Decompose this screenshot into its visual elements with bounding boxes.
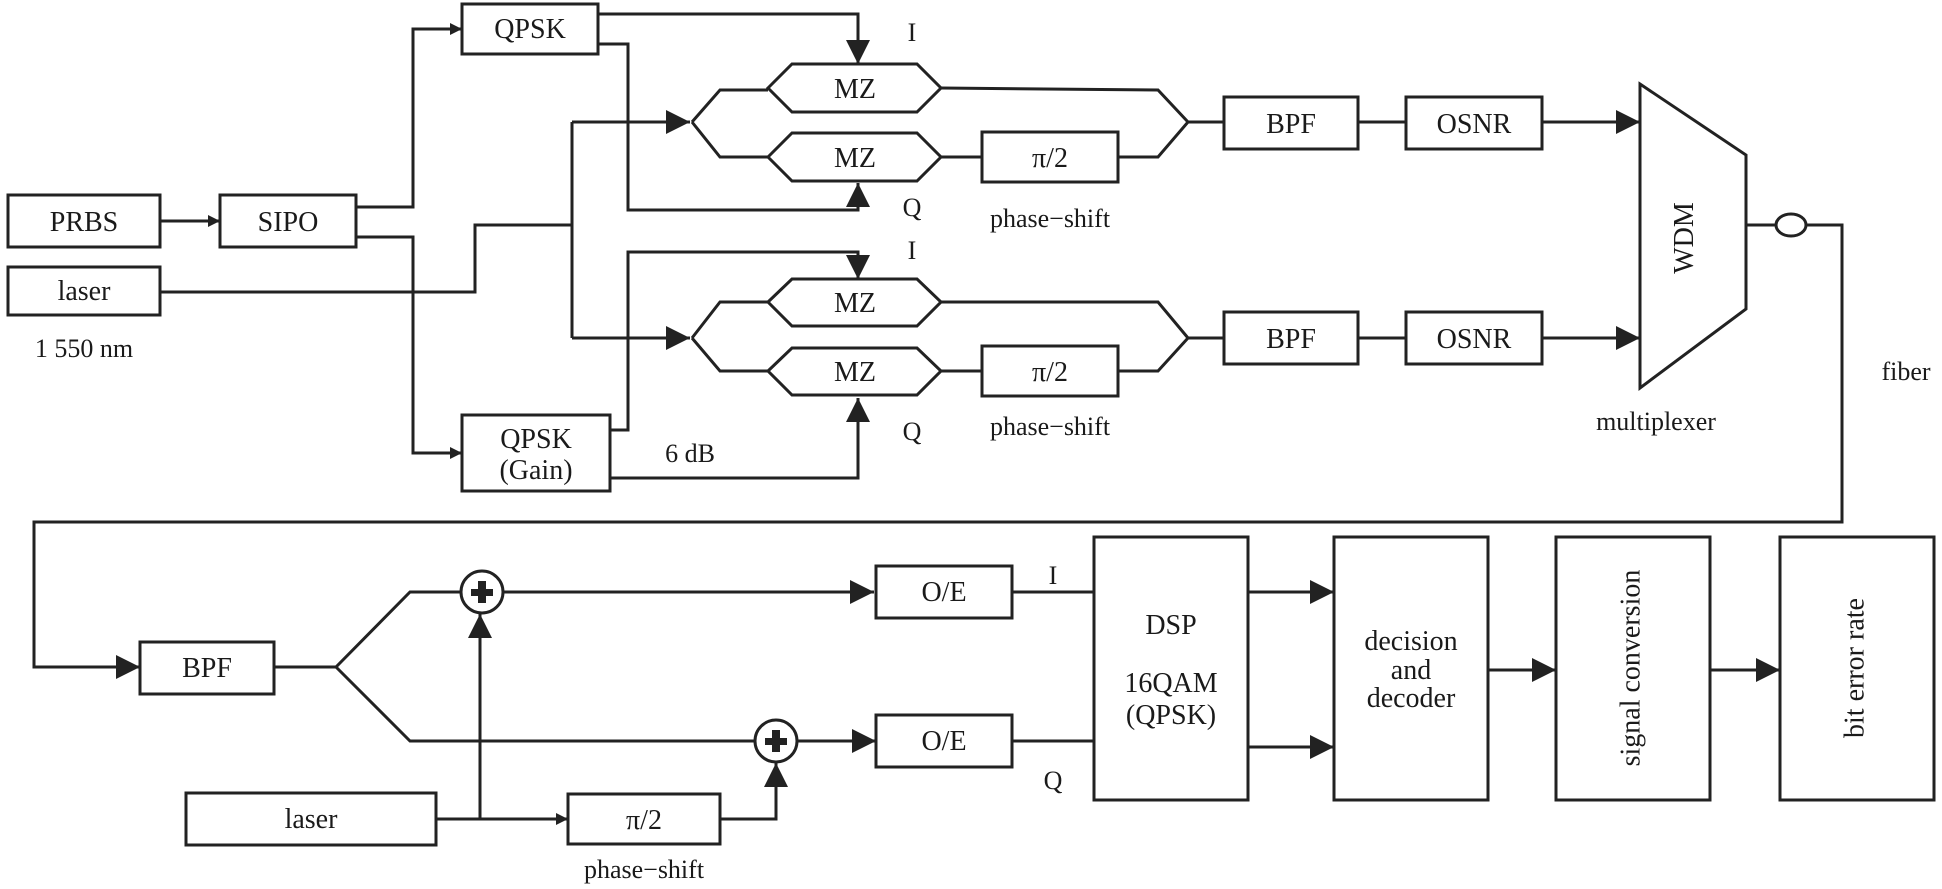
decoder-line1: decision	[1364, 626, 1457, 657]
rx-phase-shifter-caption: phase−shift	[584, 855, 705, 884]
laser-feed-line	[160, 223, 572, 294]
branch2-mz-i-label: MZ	[834, 288, 876, 319]
dsp-line3: (QPSK)	[1126, 700, 1216, 731]
wdm-label: WDM	[1669, 202, 1700, 274]
branch1-phase-shifter-label: π/2	[1032, 143, 1068, 174]
rx-i-label: I	[1049, 561, 1058, 590]
wavelength-label: 1 550 nm	[35, 334, 133, 363]
wdm-trapezoid	[1638, 81, 1748, 391]
branch1-split-upper	[690, 88, 768, 123]
shifter-to-adder-bottom-arrow	[720, 763, 788, 821]
branch1-phase-shifter	[980, 130, 1120, 184]
branch2-phase-shifter-caption: phase−shift	[990, 412, 1111, 441]
gain-label: 6 dB	[665, 439, 715, 468]
branch2-i-label: I	[908, 236, 917, 265]
fiber-caption: fiber	[1881, 357, 1930, 386]
branch2-osnr-label: OSNR	[1437, 324, 1512, 355]
branch1-split-lower	[690, 121, 768, 159]
branch1-combine-upper	[940, 86, 1190, 124]
qpsk-gain-i-arrow	[610, 250, 870, 432]
branch2-q-label: Q	[903, 417, 922, 446]
qpsk-top-block: QPSK	[460, 2, 600, 56]
qpsk-gain-block: QPSK (Gain)	[460, 413, 612, 493]
dsp-line1: DSP	[1145, 610, 1196, 641]
signal-conversion-label: signal conversion	[1615, 570, 1646, 767]
sipo-block: SIPO	[218, 193, 358, 249]
prbs-block: PRBS	[6, 193, 162, 249]
branch1-i-label: I	[908, 18, 917, 47]
rx-laser-label: laser	[285, 804, 339, 835]
transmitter-section: PRBS SIPO laser 1 550 nm QPSK QPSK (Gain…	[6, 2, 1931, 679]
branch2-combine-upper	[941, 300, 1190, 339]
branch1-mz-q-label: MZ	[834, 143, 876, 174]
rx-q-label: Q	[1044, 766, 1063, 795]
dsp-line2: 16QAM	[1124, 668, 1217, 699]
modulator-branch-1: MZ MZ I Q π/2 phase−shift BPF OSNR	[690, 18, 1640, 233]
branch2-combine-lower	[1118, 336, 1190, 373]
rx-phase-shifter-label: π/2	[626, 805, 662, 836]
signal-conversion-block	[1554, 535, 1712, 802]
branch2-phase-shifter	[980, 344, 1120, 398]
rx-bpf-label: BPF	[182, 653, 232, 684]
oe-i-label: O/E	[921, 577, 966, 608]
oe-q-block	[874, 713, 1014, 769]
tx-laser-block: laser	[6, 265, 162, 317]
fiber-line	[32, 223, 1844, 679]
branch1-q-label: Q	[903, 193, 922, 222]
multiplexer-caption: multiplexer	[1596, 407, 1716, 436]
wdm-multiplexer: WDM multiplexer	[1596, 81, 1748, 436]
sipo-to-qpsk-top-arrow	[356, 23, 462, 209]
bit-error-rate-block	[1778, 535, 1936, 802]
branch2-phase-shifter-label: π/2	[1032, 357, 1068, 388]
qpsk-top-i-arrow	[598, 12, 870, 64]
branch1-mz-i-label: MZ	[834, 74, 876, 105]
rx-laser	[184, 791, 438, 847]
fiber-coil-icon	[1774, 212, 1808, 238]
sipo-label: SIPO	[258, 207, 319, 238]
qpsk-gain-line1: QPSK	[500, 424, 572, 455]
qpsk-top-label: QPSK	[494, 14, 566, 45]
tx-laser-label: laser	[58, 276, 112, 307]
decoder-line3: decoder	[1367, 683, 1456, 714]
rx-split-lower	[334, 665, 756, 743]
fiber-link: fiber	[32, 212, 1931, 679]
dsp-block	[1092, 535, 1250, 802]
receiver-section: BPF laser π/2 phase−shift	[138, 535, 1936, 884]
branch2-split-upper	[690, 300, 768, 339]
modulator-branch-2: MZ MZ I Q π/2 phase−shift BPF OSNR	[690, 236, 1640, 446]
adder-bottom-icon	[753, 718, 799, 764]
rx-bpf	[138, 640, 276, 696]
branch1-phase-shifter-caption: phase−shift	[990, 204, 1111, 233]
rx-split-upper	[334, 590, 462, 669]
branch2-split-lower	[690, 337, 768, 373]
prbs-label: PRBS	[50, 207, 119, 238]
branch2-bpf	[1222, 310, 1360, 366]
branch1-combine-lower	[1118, 121, 1190, 159]
oe-q-label: O/E	[921, 726, 966, 757]
adder-top-icon	[459, 569, 505, 615]
decoder-line2: and	[1391, 655, 1431, 686]
qpsk-top-q-arrow	[598, 42, 870, 212]
branch2-mz-q-label: MZ	[834, 357, 876, 388]
branch1-bpf-label: BPF	[1266, 109, 1316, 140]
branch1-osnr-label: OSNR	[1437, 109, 1512, 140]
sipo-to-qpsk-gain-arrow	[356, 235, 462, 459]
qpsk-gain-line2: (Gain)	[499, 455, 572, 486]
bit-error-rate-label: bit error rate	[1839, 598, 1870, 738]
qpsk-gain-q-arrow	[610, 398, 870, 480]
decoder-block	[1332, 535, 1490, 802]
branch2-bpf-label: BPF	[1266, 324, 1316, 355]
branch2-osnr	[1404, 310, 1544, 366]
